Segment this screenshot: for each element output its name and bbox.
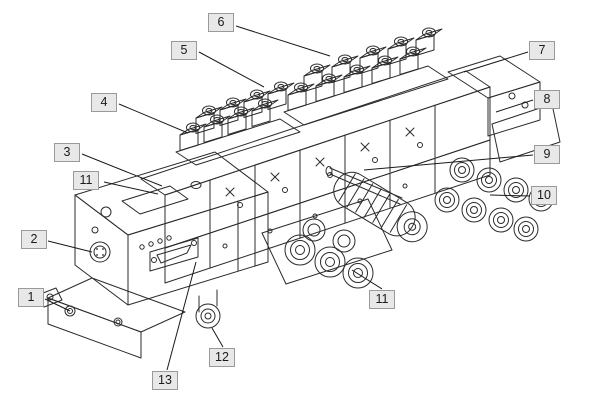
leader-1 (44, 298, 71, 312)
callout-7: 7 (529, 41, 555, 60)
leader-12 (211, 327, 224, 348)
round-connector (89, 226, 111, 263)
callout-3: 3 (54, 143, 80, 162)
callout-number: 5 (180, 43, 188, 58)
callout-number: 12 (215, 350, 229, 365)
callout-number: 1 (27, 290, 35, 305)
callout-number: 13 (158, 373, 172, 388)
callout-11b: 11 (369, 290, 395, 309)
leader-4 (118, 103, 189, 134)
leader-8 (495, 99, 534, 113)
callout-number: 3 (63, 145, 71, 160)
right-cover-flap (491, 103, 561, 163)
silencer (333, 171, 428, 243)
callout-1: 1 (18, 288, 44, 307)
pilot-valve-coils (179, 27, 443, 151)
leader-11a (103, 181, 159, 195)
leader-3 (81, 153, 163, 187)
callout-6: 6 (208, 13, 234, 32)
callout-number: 10 (537, 188, 551, 203)
leader-13 (166, 261, 197, 371)
exhaust-fitting (195, 289, 221, 329)
left-end-plate (37, 277, 186, 359)
callout-number: 9 (543, 147, 551, 162)
d-sub-connector (149, 237, 199, 272)
callout-9: 9 (534, 145, 560, 164)
leader-7 (463, 51, 529, 73)
electrical-module (74, 151, 269, 306)
leader-5 (198, 51, 265, 88)
callout-12: 12 (209, 348, 235, 367)
callout-number: 2 (30, 232, 38, 247)
status-leds (139, 235, 172, 250)
callout-8: 8 (534, 90, 560, 109)
callout-13: 13 (152, 371, 178, 390)
callout-10: 10 (531, 186, 557, 205)
leader-11b (351, 269, 383, 290)
callout-4: 4 (91, 93, 117, 112)
leader-2 (47, 240, 93, 253)
callout-number: 4 (100, 95, 108, 110)
callout-number: 11 (79, 173, 93, 188)
callout-number: 8 (543, 92, 551, 107)
right-end-plate (447, 55, 541, 137)
leader-9 (363, 154, 534, 171)
leader-6 (235, 25, 331, 57)
leader-10 (489, 194, 531, 197)
callout-2: 2 (21, 230, 47, 249)
callout-5: 5 (171, 41, 197, 60)
leader-lines (44, 25, 534, 371)
callout-number: 11 (375, 292, 389, 307)
callout-number: 7 (538, 43, 546, 58)
callout-number: 6 (217, 15, 225, 30)
callout-11a: 11 (73, 171, 99, 190)
bottom-fittings-block (261, 198, 393, 289)
module-top-label-plate (100, 181, 202, 218)
